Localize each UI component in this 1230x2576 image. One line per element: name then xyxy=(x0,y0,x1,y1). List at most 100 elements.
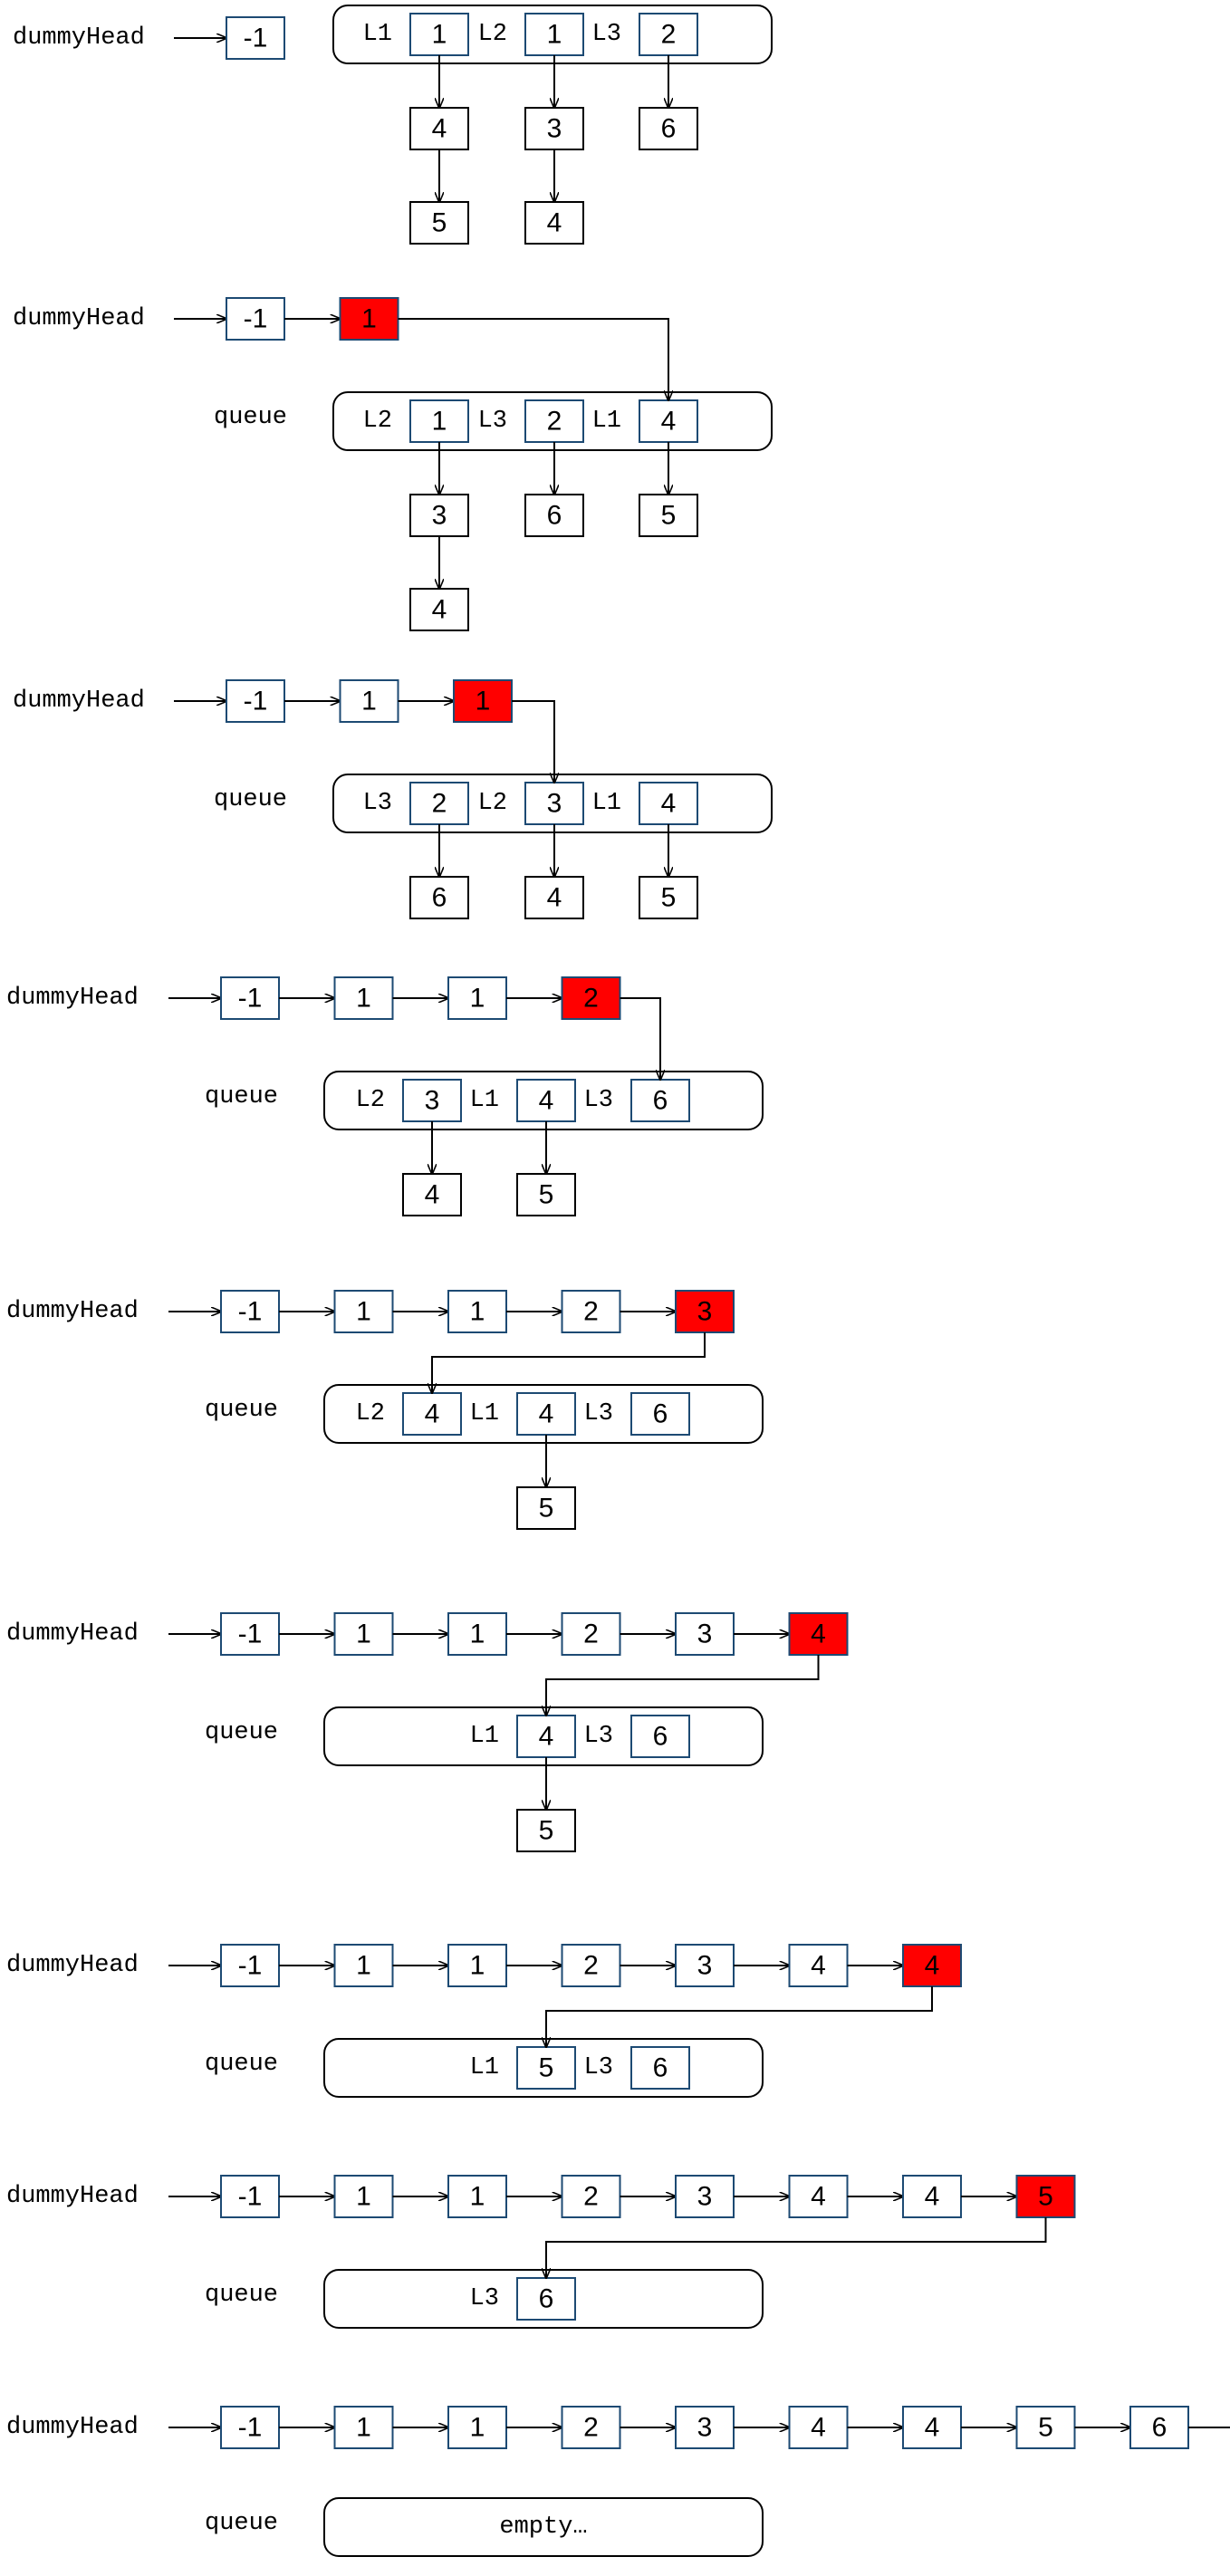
list-node xyxy=(516,1486,576,1530)
merged-node-value: 4 xyxy=(811,2413,826,2443)
queue-head-node-value: 6 xyxy=(653,1399,668,1429)
merged-node-value: 2 xyxy=(583,2182,599,2212)
queue-head-node xyxy=(630,1392,690,1436)
queue-head-node xyxy=(516,2277,576,2321)
merged-node-value: -1 xyxy=(244,24,268,53)
list-node xyxy=(409,201,469,245)
list-node xyxy=(639,876,698,919)
queue-head-node-value: 6 xyxy=(539,2284,554,2314)
queue-list-label: L3 xyxy=(584,1087,613,1114)
merged-node xyxy=(339,679,399,723)
list-node-value: 4 xyxy=(547,883,562,913)
merged-node-value: -1 xyxy=(244,304,268,334)
queue-head-node-value: 4 xyxy=(539,1722,554,1752)
merged-node xyxy=(561,1944,621,1987)
merged-node-value: 1 xyxy=(356,1951,371,1981)
queue-list-label: L2 xyxy=(478,790,507,817)
merged-node xyxy=(333,2406,394,2449)
next-pointer-arrow xyxy=(512,700,554,783)
queue-head-node-value: 4 xyxy=(661,789,677,819)
highlighted-node xyxy=(339,297,399,341)
highlighted-node-value: 4 xyxy=(811,1620,826,1649)
dummy-head-label: dummyHead xyxy=(13,24,145,52)
queue-head-node xyxy=(630,1715,690,1758)
highlighted-node-value: 2 xyxy=(583,984,599,1014)
queue-head-node-value: 6 xyxy=(653,1086,668,1116)
queue-head-node xyxy=(516,1715,576,1758)
queue-head-node-value: 5 xyxy=(539,2053,554,2083)
merged-node xyxy=(902,2406,962,2449)
queue-head-node xyxy=(409,399,469,443)
merged-node xyxy=(226,297,285,341)
merged-node-value: 3 xyxy=(697,2413,713,2443)
list-node xyxy=(524,201,584,245)
merged-node-value: 4 xyxy=(925,2413,940,2443)
queue-head-node xyxy=(402,1079,462,1122)
merged-node-value: 4 xyxy=(811,2182,826,2212)
merged-node xyxy=(220,2406,280,2449)
list-node-value: 5 xyxy=(661,883,677,913)
list-node-value: 5 xyxy=(432,208,447,238)
queue-head-node-value: 1 xyxy=(432,20,447,50)
queue-list-label: L2 xyxy=(363,408,392,435)
queue-list-label: L3 xyxy=(584,2054,613,2081)
queue-head-node-value: 4 xyxy=(425,1399,440,1429)
queue-head-node-value: 4 xyxy=(661,407,677,437)
queue-list-label: L3 xyxy=(584,1400,613,1427)
dummy-head-label: dummyHead xyxy=(6,1620,139,1648)
merged-node-value: 4 xyxy=(925,2182,940,2212)
list-node xyxy=(524,107,584,150)
next-pointer-arrow xyxy=(398,318,669,400)
list-node-value: 5 xyxy=(539,1494,554,1523)
list-node xyxy=(409,588,469,631)
merged-node xyxy=(447,2406,507,2449)
list-node-value: 5 xyxy=(539,1180,554,1210)
merged-node-value: 1 xyxy=(470,1620,485,1649)
queue-head-node xyxy=(630,2046,690,2090)
queue-head-node-value: 1 xyxy=(432,407,447,437)
queue-list-label: L2 xyxy=(356,1400,385,1427)
queue-head-node-value: 6 xyxy=(653,1722,668,1752)
queue-head-node-value: 1 xyxy=(547,20,562,50)
next-pointer-arrow xyxy=(546,2217,1047,2278)
merged-node-value: 1 xyxy=(361,687,377,716)
highlighted-node-value: 5 xyxy=(1038,2182,1053,2212)
list-node-value: 6 xyxy=(661,114,677,144)
list-node xyxy=(409,876,469,919)
merged-node xyxy=(675,2175,735,2218)
dummy-head-label: dummyHead xyxy=(6,985,139,1012)
merged-node xyxy=(220,1944,280,1987)
merged-node xyxy=(447,1612,507,1656)
queue-head-node-value: 2 xyxy=(661,20,677,50)
list-node xyxy=(524,494,584,537)
merged-node xyxy=(333,976,394,1020)
merged-node xyxy=(788,1944,849,1987)
dummy-head-label: dummyHead xyxy=(6,2414,139,2441)
merged-node-value: 1 xyxy=(356,984,371,1014)
merged-node xyxy=(447,976,507,1020)
highlighted-node xyxy=(902,1944,962,1987)
queue-head-node xyxy=(516,1392,576,1436)
next-pointer-arrow xyxy=(546,1655,820,1716)
highlighted-node xyxy=(453,679,513,723)
queue-list-label: L1 xyxy=(363,21,392,48)
queue-head-node xyxy=(516,2046,576,2090)
queue-list-label: L1 xyxy=(470,2054,499,2081)
queue-head-node-value: 4 xyxy=(539,1086,554,1116)
merged-node xyxy=(333,2175,394,2218)
next-pointer-arrow xyxy=(546,1986,933,2047)
queue-label: queue xyxy=(205,2510,278,2537)
list-node-value: 4 xyxy=(432,114,447,144)
queue-head-node-value: 3 xyxy=(425,1086,440,1116)
queue-list-label: L1 xyxy=(470,1723,499,1750)
merged-node-value: -1 xyxy=(238,1620,263,1649)
queue-head-node-value: 3 xyxy=(547,789,562,819)
list-node xyxy=(639,107,698,150)
queue-list-label: L1 xyxy=(470,1087,499,1114)
queue-list-label: L2 xyxy=(478,21,507,48)
merged-node xyxy=(675,1944,735,1987)
queue-list-label: L2 xyxy=(356,1087,385,1114)
merged-node-value: -1 xyxy=(244,687,268,716)
merged-node-value: -1 xyxy=(238,2413,263,2443)
queue-list-label: L1 xyxy=(470,1400,499,1427)
